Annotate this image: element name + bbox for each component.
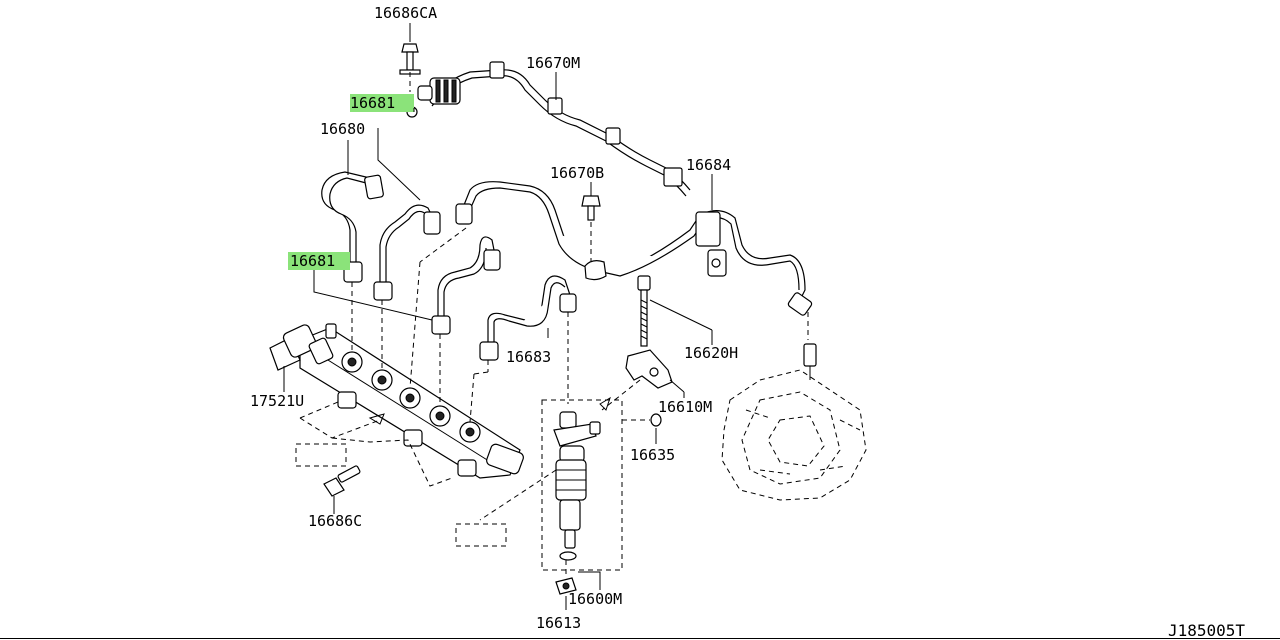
fuel-injector-16600M[interactable] <box>553 411 601 561</box>
fuel-pump-assembly <box>721 343 867 501</box>
label-16686CA: 16686CA <box>374 4 437 22</box>
label-highlight-16681-top <box>350 94 414 112</box>
injection-pipe-16683[interactable] <box>479 275 577 361</box>
footer-rule <box>0 638 1280 639</box>
injection-pipe-16680-a[interactable] <box>321 171 384 283</box>
injection-pipe-16680-c[interactable] <box>431 236 501 335</box>
label-16610M: 16610M <box>658 398 712 416</box>
gasket-16613[interactable] <box>555 577 577 595</box>
label-16670M: 16670M <box>526 54 580 72</box>
injection-pipe-16680-b[interactable] <box>373 204 441 301</box>
bolt-16686CA[interactable] <box>399 43 421 75</box>
diagram-code: J185005T <box>1168 621 1245 640</box>
label-16686C: 16686C <box>308 512 362 530</box>
label-highlight-16681-mid <box>288 252 350 270</box>
label-16635: 16635 <box>630 446 675 464</box>
injector-clamp-16610M[interactable] <box>625 349 673 389</box>
label-16680: 16680 <box>320 120 365 138</box>
label-16613: 16613 <box>536 614 581 632</box>
label-17521U: 17521U <box>250 392 304 410</box>
label-16684: 16684 <box>686 156 731 174</box>
stud-bolt-16620H[interactable] <box>637 275 651 347</box>
label-16683: 16683 <box>506 348 551 366</box>
high-pressure-pipe-16684[interactable] <box>455 181 813 317</box>
label-16681-top: 16681 <box>350 94 395 112</box>
bolt-16670B[interactable] <box>581 195 601 221</box>
high-pressure-pipe-16670M[interactable] <box>406 61 691 197</box>
label-16600M: 16600M <box>568 590 622 608</box>
label-16620H: 16620H <box>684 344 738 362</box>
o-ring-16635[interactable] <box>650 413 662 427</box>
bolt-16686C[interactable] <box>323 465 361 497</box>
common-rail-assembly[interactable] <box>269 323 525 479</box>
label-16670B: 16670B <box>550 164 604 182</box>
label-16681-mid: 16681 <box>290 252 335 270</box>
